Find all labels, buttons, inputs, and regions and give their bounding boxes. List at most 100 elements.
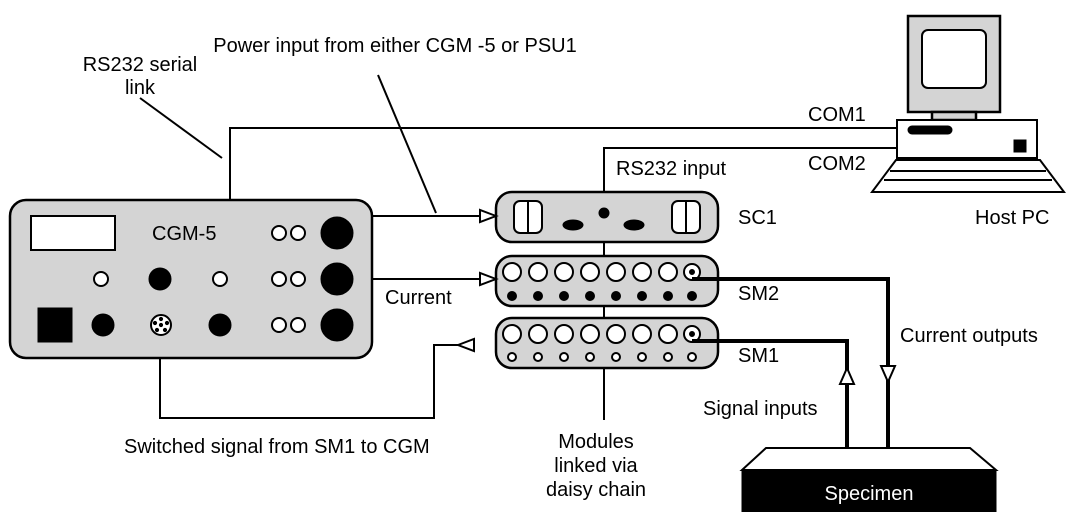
modules-label-line2: linked via: [554, 455, 638, 477]
sm1-indicator-dot: [585, 352, 595, 362]
modules-label-line3: daisy chain: [546, 479, 646, 501]
current-output-arrowhead: [879, 365, 897, 385]
sc1-led: [562, 219, 584, 231]
rs232-cable-com1: [229, 127, 897, 200]
current-label: Current: [385, 287, 452, 309]
cgm5-socket-large: [320, 262, 354, 296]
modules-label-line1: Modules: [558, 431, 634, 453]
rs232-serial-label: RS232 serial: [83, 54, 198, 76]
sm1-input-socket: [528, 324, 548, 344]
cgm5-socket-large: [320, 216, 354, 250]
rs232-label-leader: [139, 97, 223, 159]
text-labels: RS232 serial link Power input from eithe…: [83, 35, 1050, 501]
host-pc: [870, 14, 1066, 193]
sm1-input-socket: [580, 324, 600, 344]
switched-signal-label: Switched signal from SM1 to CGM: [124, 436, 430, 458]
sm2-output-socket: [554, 262, 574, 282]
cgm5-label: CGM-5: [152, 223, 216, 245]
sm1-input-socket: [658, 324, 678, 344]
signal-input-cable: [692, 339, 849, 458]
current-outputs-label: Current outputs: [900, 325, 1038, 347]
cgm5-socket-small: [271, 271, 287, 287]
sc1-led: [623, 219, 645, 231]
din-pin: [164, 320, 170, 326]
sm1-label: SM1: [738, 345, 779, 367]
sm1-input-socket: [606, 324, 626, 344]
cgm5-socket-black: [148, 267, 172, 291]
rs232-serial-label-line2: link: [125, 77, 156, 99]
din-pin: [158, 322, 164, 328]
current-arrowhead: [479, 271, 499, 287]
switched-signal-arrowhead: [455, 337, 475, 353]
sm2-indicator-dot: [507, 291, 517, 301]
power-button: [1013, 139, 1027, 153]
monitor-stand: [930, 110, 978, 122]
specimen-block: [741, 469, 997, 512]
cgm5-socket-small: [271, 225, 287, 241]
monitor-screen: [921, 29, 987, 89]
cgm5-socket-black: [91, 313, 115, 337]
cgm5-socket-small: [290, 225, 306, 241]
sm2-indicator-dot: [637, 291, 647, 301]
connector-dot: [689, 331, 695, 337]
din-pin: [154, 327, 160, 333]
sm1-indicator-dot: [507, 352, 517, 362]
sm1-indicator-dot: [533, 352, 543, 362]
cgm5-display: [30, 215, 116, 251]
cgm5-square-button: [37, 307, 73, 343]
sc1-led-center: [598, 207, 610, 219]
specimen-label: Specimen: [825, 483, 914, 505]
cgm5-unit: [8, 198, 374, 360]
sm2-label: SM2: [738, 283, 779, 305]
keyboard: [870, 159, 1066, 193]
sm2-indicator-dot: [611, 291, 621, 301]
sm2-module: [494, 254, 720, 308]
specimen: Specimen: [739, 447, 999, 512]
sm1-indicator-dot: [663, 352, 673, 362]
sm2-output-socket: [528, 262, 548, 282]
signal-inputs-label: Signal inputs: [703, 398, 818, 420]
com1-label: COM1: [808, 104, 866, 126]
sc1-module: [494, 190, 720, 244]
sm2-indicator-dot: [585, 291, 595, 301]
sm2-output-socket: [502, 262, 522, 282]
sm1-input-socket: [632, 324, 652, 344]
sm2-indicator-dot: [687, 291, 697, 301]
sm1-input-socket: [554, 324, 574, 344]
cgm5-socket-small: [290, 271, 306, 287]
sm1-indicator-dot: [611, 352, 621, 362]
current-output-cable: [692, 277, 890, 448]
sc1-label: SC1: [738, 207, 777, 229]
rs232-cable-com2: [603, 147, 897, 192]
cgm5-socket-small: [290, 317, 306, 333]
sm1-indicator-dot: [637, 352, 647, 362]
din-pin: [152, 320, 158, 326]
specimen-top-plate: [739, 447, 999, 471]
host-pc-label: Host PC: [975, 207, 1049, 229]
signal-input-arrowhead: [838, 365, 856, 385]
sm2-output-socket: [632, 262, 652, 282]
sm1-indicator-dot: [687, 352, 697, 362]
din-pin: [158, 316, 164, 322]
sm1-input-socket: [502, 324, 522, 344]
disk-slot: [907, 125, 953, 135]
sm2-indicator-dot: [559, 291, 569, 301]
din-pin: [162, 327, 168, 333]
cgm5-socket-large: [320, 308, 354, 342]
wiring: [139, 74, 897, 471]
cgm5-socket-black: [208, 313, 232, 337]
cgm5-socket-small: [271, 317, 287, 333]
sm2-indicator-dot: [533, 291, 543, 301]
power-input-label: Power input from either CGM -5 or PSU1: [213, 35, 576, 57]
sm2-panel: [494, 254, 720, 308]
power-input-arrowhead: [479, 208, 499, 224]
connector-dot: [689, 269, 695, 275]
sm1-panel: [494, 316, 720, 370]
cgm5-socket-small: [212, 271, 228, 287]
sm2-output-socket: [606, 262, 626, 282]
sm1-indicator-dot: [559, 352, 569, 362]
sm2-output-socket: [580, 262, 600, 282]
rs232-input-label: RS232 input: [616, 158, 727, 180]
com2-label: COM2: [808, 153, 866, 175]
